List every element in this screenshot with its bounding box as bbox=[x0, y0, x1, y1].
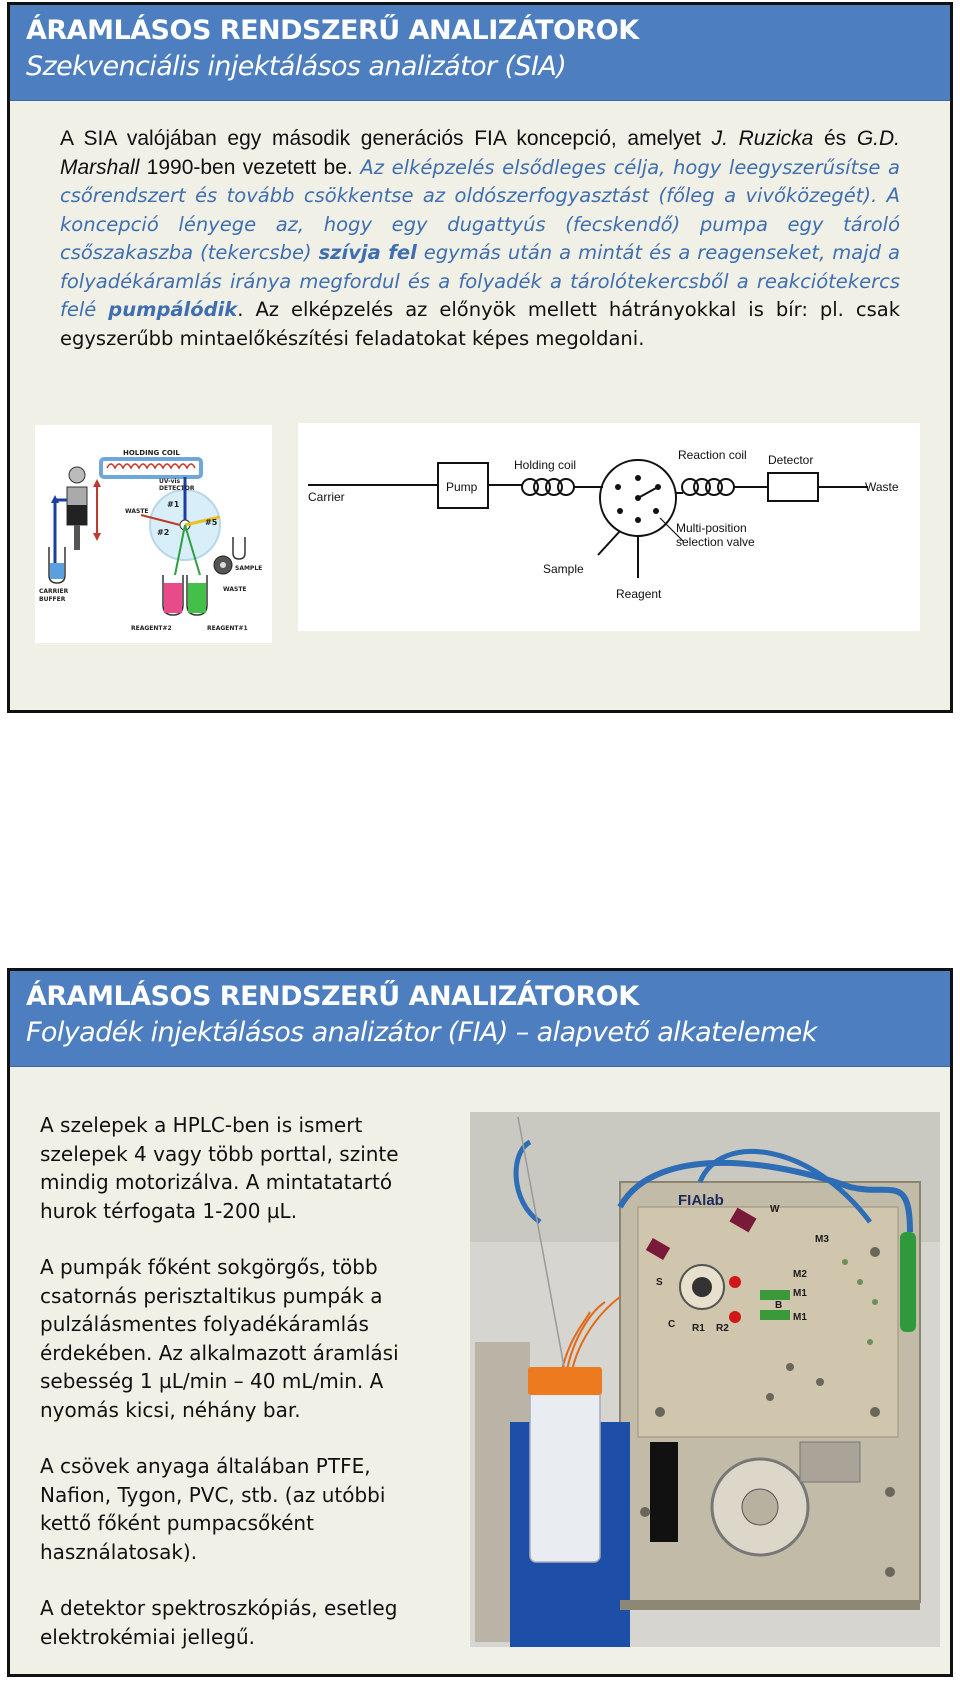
port-label-c: C bbox=[668, 1319, 675, 1330]
text-segment: 1990-ben vezetett be. bbox=[139, 155, 353, 179]
label-sample: SAMPLE bbox=[235, 565, 262, 572]
label-waste: Waste bbox=[865, 480, 899, 494]
label-valve-line1: Multi-position bbox=[676, 521, 747, 535]
sia-schematic-line: Carrier Pump Holding coil Reaction coil … bbox=[298, 423, 920, 631]
sia-schematic-color: HOLDING COIL CARRIER BUFFER bbox=[35, 425, 272, 643]
slide-title: ÁRAMLÁSOS RENDSZERŰ ANALIZÁTOROK bbox=[26, 15, 639, 46]
port-label-m2: M2 bbox=[793, 1269, 807, 1280]
sia-description: A SIA valójában egy második generációs F… bbox=[60, 125, 900, 353]
label-waste-bottom: WASTE bbox=[223, 586, 247, 593]
label-sample: Sample bbox=[543, 562, 584, 576]
slide-sia: ÁRAMLÁSOS RENDSZERŰ ANALIZÁTOROK Szekven… bbox=[7, 2, 953, 713]
label-reagent2: REAGENT#2 bbox=[131, 625, 172, 632]
label-port-1: #1 bbox=[167, 500, 180, 509]
label-port-5: #5 bbox=[205, 518, 218, 527]
slide-fia: ÁRAMLÁSOS RENDSZERŰ ANALIZÁTOROK Folyadé… bbox=[7, 968, 953, 1677]
sia-schematic-svg: HOLDING COIL CARRIER BUFFER bbox=[39, 449, 262, 632]
port-label-s: S bbox=[656, 1277, 663, 1288]
paragraph-pumps: A pumpák főként sokgörgős, több csatorná… bbox=[40, 1255, 399, 1422]
slide-title: ÁRAMLÁSOS RENDSZERŰ ANALIZÁTOROK bbox=[26, 981, 639, 1012]
text-segment: A SIA valójában egy második generációs F… bbox=[60, 127, 712, 150]
port-label-m3: M3 bbox=[815, 1234, 829, 1245]
label-valve-line2: selection valve bbox=[676, 535, 755, 549]
port-label-w: W bbox=[770, 1204, 780, 1215]
label-detector: Detector bbox=[768, 453, 813, 467]
label-waste-top: WASTE bbox=[125, 508, 149, 515]
text-segment-highlight: Az elképzelés elsődleges célja, hogy lee… bbox=[60, 155, 900, 208]
label-reaction-coil: Reaction coil bbox=[678, 448, 747, 462]
brand-logo-text: FIAlab bbox=[678, 1192, 724, 1209]
text-segment: . Az elképzelés az előnyök mellett hátrá… bbox=[60, 298, 900, 350]
label-pump: Pump bbox=[446, 480, 478, 494]
fialab-instrument-photo: FIAlab W M3 S M2 M1 B M1 C R1 R2 bbox=[470, 1112, 940, 1647]
instrument-illustration: FIAlab W M3 S M2 M1 B M1 C R1 R2 bbox=[470, 1112, 940, 1647]
port-label-r2: R2 bbox=[716, 1323, 729, 1334]
port-label-r1: R1 bbox=[692, 1323, 705, 1334]
text-segment: és bbox=[813, 127, 857, 150]
text-segment-highlight: A koncepció lényege az, hogy egy dugatty… bbox=[60, 184, 900, 264]
label-reagent1: REAGENT#1 bbox=[207, 625, 248, 632]
label-carrier: CARRIER bbox=[39, 588, 69, 595]
fia-components-text: A szelepek a HPLC-ben is ismert szelepek… bbox=[40, 1111, 440, 1674]
text-emphasis: szívja fel bbox=[318, 241, 417, 264]
port-label-m1-top: M1 bbox=[793, 1288, 807, 1299]
slide-subtitle: Folyadék injektálásos analizátor (FIA) –… bbox=[26, 1017, 817, 1048]
label-uv-vis: UV-vis bbox=[159, 478, 181, 485]
paragraph-valves: A szelepek a HPLC-ben is ismert szelepek… bbox=[40, 1113, 399, 1223]
text-emphasis: pumpálódik bbox=[108, 298, 238, 321]
slide-subtitle: Szekvenciális injektálásos analizátor (S… bbox=[26, 51, 567, 82]
label-detector: DETECTOR bbox=[159, 485, 195, 492]
author-ruzicka: J. Ruzicka bbox=[711, 127, 814, 150]
author-marshall: G.D. Marshall bbox=[60, 127, 900, 179]
label-reagent: Reagent bbox=[616, 587, 662, 601]
port-label-b: B bbox=[775, 1300, 782, 1311]
label-port-2: #2 bbox=[157, 528, 169, 537]
slide-header: ÁRAMLÁSOS RENDSZERŰ ANALIZÁTOROK Folyadé… bbox=[10, 971, 950, 1067]
slide-header: ÁRAMLÁSOS RENDSZERŰ ANALIZÁTOROK Szekven… bbox=[10, 5, 950, 101]
port-label-m1: M1 bbox=[793, 1312, 807, 1323]
paragraph-tubing: A csövek anyaga általában PTFE, Nafion, … bbox=[40, 1454, 386, 1564]
label-carrier: Carrier bbox=[308, 490, 345, 504]
label-buffer: BUFFER bbox=[39, 596, 66, 603]
text-segment-highlight: egymás után a mintát és a reagenseket, m… bbox=[60, 241, 900, 321]
label-holding-coil: Holding coil bbox=[514, 458, 576, 472]
paragraph-detector: A detektor spektroszkópiás, esetleg elek… bbox=[40, 1596, 398, 1649]
sia-flow-svg: Carrier Pump Holding coil Reaction coil … bbox=[308, 448, 899, 601]
label-holding-coil: HOLDING COIL bbox=[123, 449, 180, 457]
